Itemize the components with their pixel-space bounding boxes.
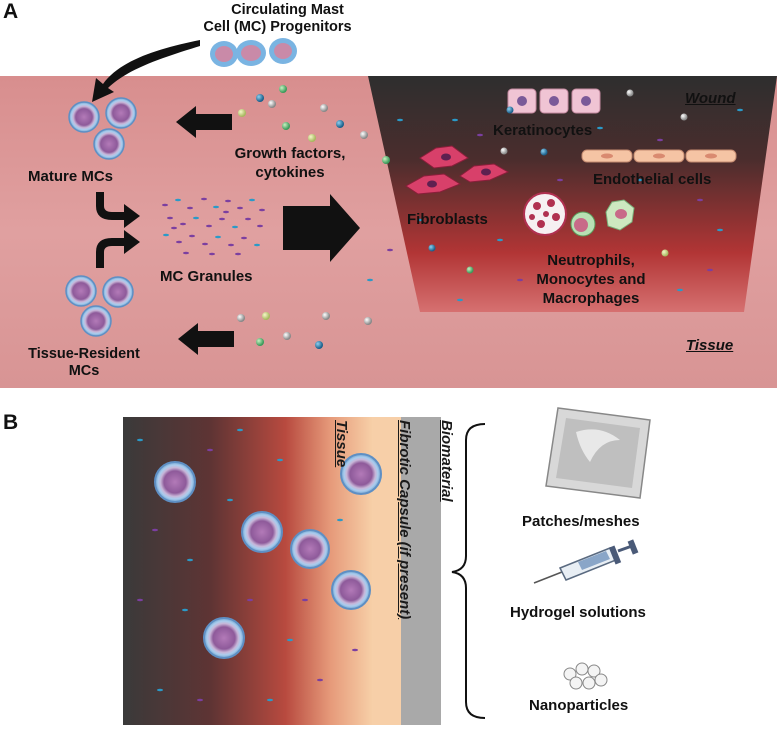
biomaterial-layer: [401, 417, 441, 725]
progenitors-label-line2: Cell (MC) Progenitors: [203, 19, 352, 35]
keratinocytes-label: Keratinocytes: [493, 122, 593, 139]
fibroblasts-label: Fibroblasts: [407, 211, 488, 228]
growth-factor-arrow-top: [176, 106, 232, 138]
degranulation-arrow: [96, 192, 140, 228]
endothelial-cells: [581, 149, 737, 163]
panel-b-letter: B: [3, 411, 19, 434]
endothelial-cells-label: Endothelial cells: [593, 171, 712, 188]
wound-bed: [368, 76, 777, 312]
hydrogel-label: Hydrogel solutions: [510, 604, 646, 621]
progenitors-label-line1: Circulating Mast: [231, 2, 344, 18]
immune-cells-label: Neutrophils, Monocytes and Macrophages: [526, 251, 656, 308]
growth-factors-label-line2: cytokines: [255, 164, 325, 181]
patches-label: Patches/meshes: [522, 513, 640, 530]
growth-factors-label-line1: Growth factors,: [234, 145, 346, 162]
progenitor-cells: [210, 38, 297, 67]
mature-mcs-label: Mature MCs: [28, 168, 114, 185]
tissue-resident-label-line1: Tissue-Resident: [28, 346, 140, 362]
panel-b-mast-cells: [154, 453, 382, 659]
maturation-arrow: [96, 230, 140, 268]
patch-mesh-icon: [545, 407, 651, 499]
mature-mast-cells: [68, 97, 137, 160]
panel-a-letter: A: [3, 0, 19, 23]
syringe-icon: [533, 539, 639, 584]
tissue-resident-label: Tissue-Resident MCs: [24, 346, 144, 380]
immune-cells-label-line3: Macrophages: [542, 290, 640, 307]
growth-factor-balls-upper: [238, 85, 390, 164]
capsule-label: Fibrotic Capsule (if present): [396, 420, 413, 620]
wound-particles: [367, 89, 743, 302]
panel-b-particles: [137, 428, 358, 702]
wound-label: Wound: [685, 90, 736, 107]
progenitors-label: Circulating Mast Cell (MC) Progenitors: [203, 2, 360, 36]
granule-release-arrow: [283, 194, 360, 262]
tissue-label-b: Tissue: [333, 420, 350, 468]
tissue-resident-label-line2: MCs: [68, 363, 100, 379]
tissue-label-a: Tissue: [686, 337, 734, 354]
nanoparticles-label: Nanoparticles: [529, 697, 629, 714]
growth-factor-arrow-bottom: [178, 323, 234, 355]
nanoparticles-icon: [563, 662, 608, 690]
mc-granules-label: MC Granules: [160, 268, 253, 285]
immune-cells: [523, 192, 635, 237]
immune-cells-label-line2: Monocytes and: [536, 271, 646, 288]
tissue-resident-mast-cells: [65, 275, 134, 337]
biomaterial-label: Biomaterial: [438, 420, 455, 502]
growth-factors-label: Growth factors, cytokines: [225, 144, 355, 182]
keratinocytes: [507, 88, 601, 114]
fibroblasts: [405, 145, 510, 195]
growth-factor-balls-lower: [237, 312, 372, 349]
material-bracket: [451, 423, 486, 719]
recruitment-arrow: [92, 40, 200, 102]
mc-granules: [162, 197, 265, 256]
immune-cells-label-line1: Neutrophils,: [547, 252, 635, 269]
